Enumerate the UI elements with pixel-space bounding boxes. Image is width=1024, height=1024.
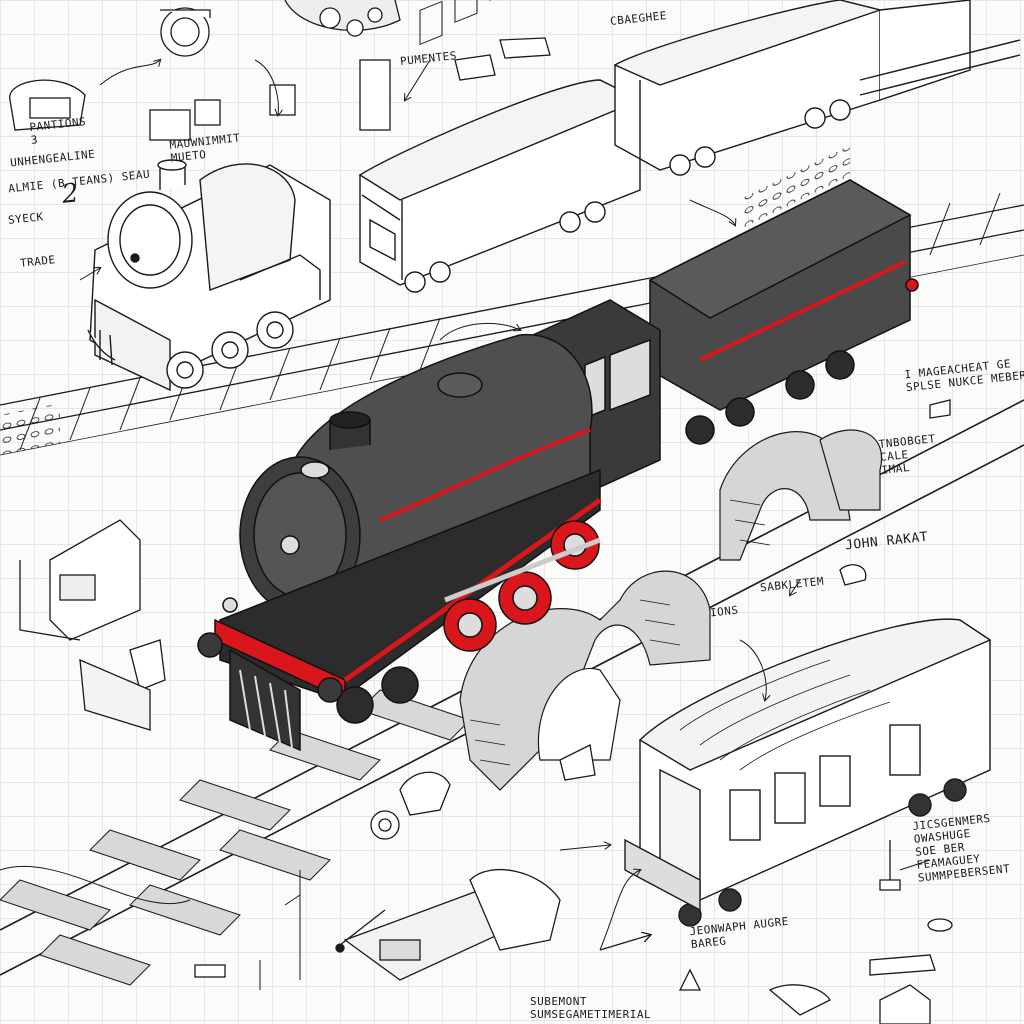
sketch-locomotive: [87, 159, 331, 392]
annotation: SUBEMONT SUMSEGAMETIMERIAL: [530, 995, 652, 1021]
main-track: [0, 399, 1024, 986]
sketch-coach-lower: [624, 618, 992, 927]
leader-lines: [79, 199, 931, 990]
annotation: JICSGENMERS OWASHUGE SOE BER FEAMAGUEY S…: [911, 811, 1011, 885]
stone-bridge: [459, 429, 883, 791]
annotation: TNBOBGET CALE IMAL: [878, 432, 937, 477]
main-locomotive: [197, 145, 919, 752]
loose-parts: [19, 399, 953, 1024]
sketch-coach-upper: [358, 0, 642, 293]
top-parts: [9, 0, 551, 141]
sketch-coach-top: [613, 0, 1021, 176]
annotation: 2: [60, 178, 81, 210]
